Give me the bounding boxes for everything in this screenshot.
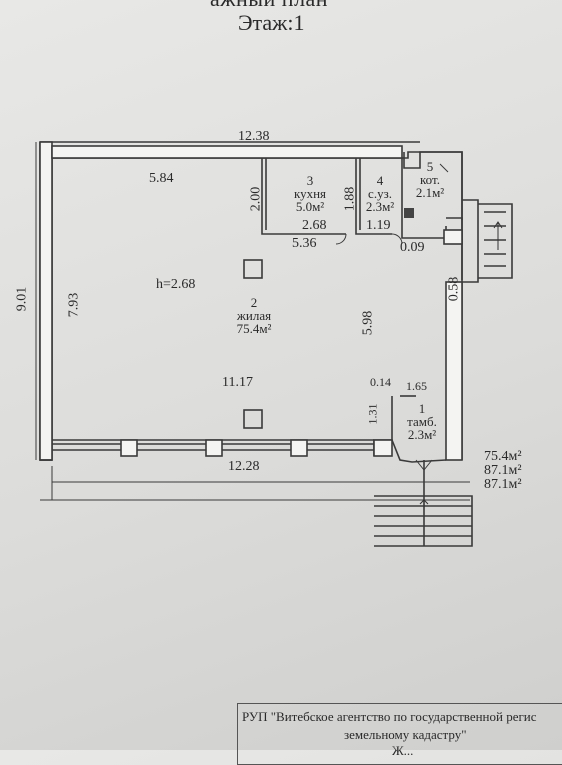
total-3: 87.1м² <box>484 477 522 492</box>
dim-left-outer: 9.01 <box>14 286 30 312</box>
dim-left-inner: 7.93 <box>66 292 82 318</box>
stamp-line-2: земельному кадастру" <box>344 727 467 742</box>
total-1: 75.4м² <box>484 449 522 464</box>
dim-main-height: 5.98 <box>360 310 376 336</box>
plan-title: ажный план <box>210 0 328 10</box>
dim-top-inner: 5.84 <box>149 171 174 186</box>
dim-kitchen-height: 2.00 <box>248 186 264 212</box>
dim-main-width: 11.17 <box>222 375 253 390</box>
dim-wc-height: 1.88 <box>342 186 358 212</box>
dim-vestibule-c: 1.31 <box>365 403 380 425</box>
stamp-line-3: Ж... <box>392 743 414 758</box>
dim-top-outer: 12.38 <box>238 129 270 144</box>
dim-bottom: 12.28 <box>228 459 260 474</box>
ceiling-height: h=2.68 <box>156 277 196 292</box>
dim-kitchen-width: 2.68 <box>302 218 327 233</box>
floor-label: Этаж:1 <box>238 10 305 35</box>
dim-vestibule-b: 1.65 <box>406 379 427 393</box>
stamp-line-1: РУП "Витебское агентство по государствен… <box>242 709 537 724</box>
dim-gap: 0.09 <box>400 240 425 255</box>
total-2: 87.1м² <box>484 463 522 478</box>
dim-vestibule-a: 0.14 <box>370 375 391 389</box>
dim-hall-width: 5.36 <box>292 236 317 251</box>
dim-right-side: 0.58 <box>446 276 462 302</box>
dim-wc-width: 1.19 <box>366 218 391 233</box>
